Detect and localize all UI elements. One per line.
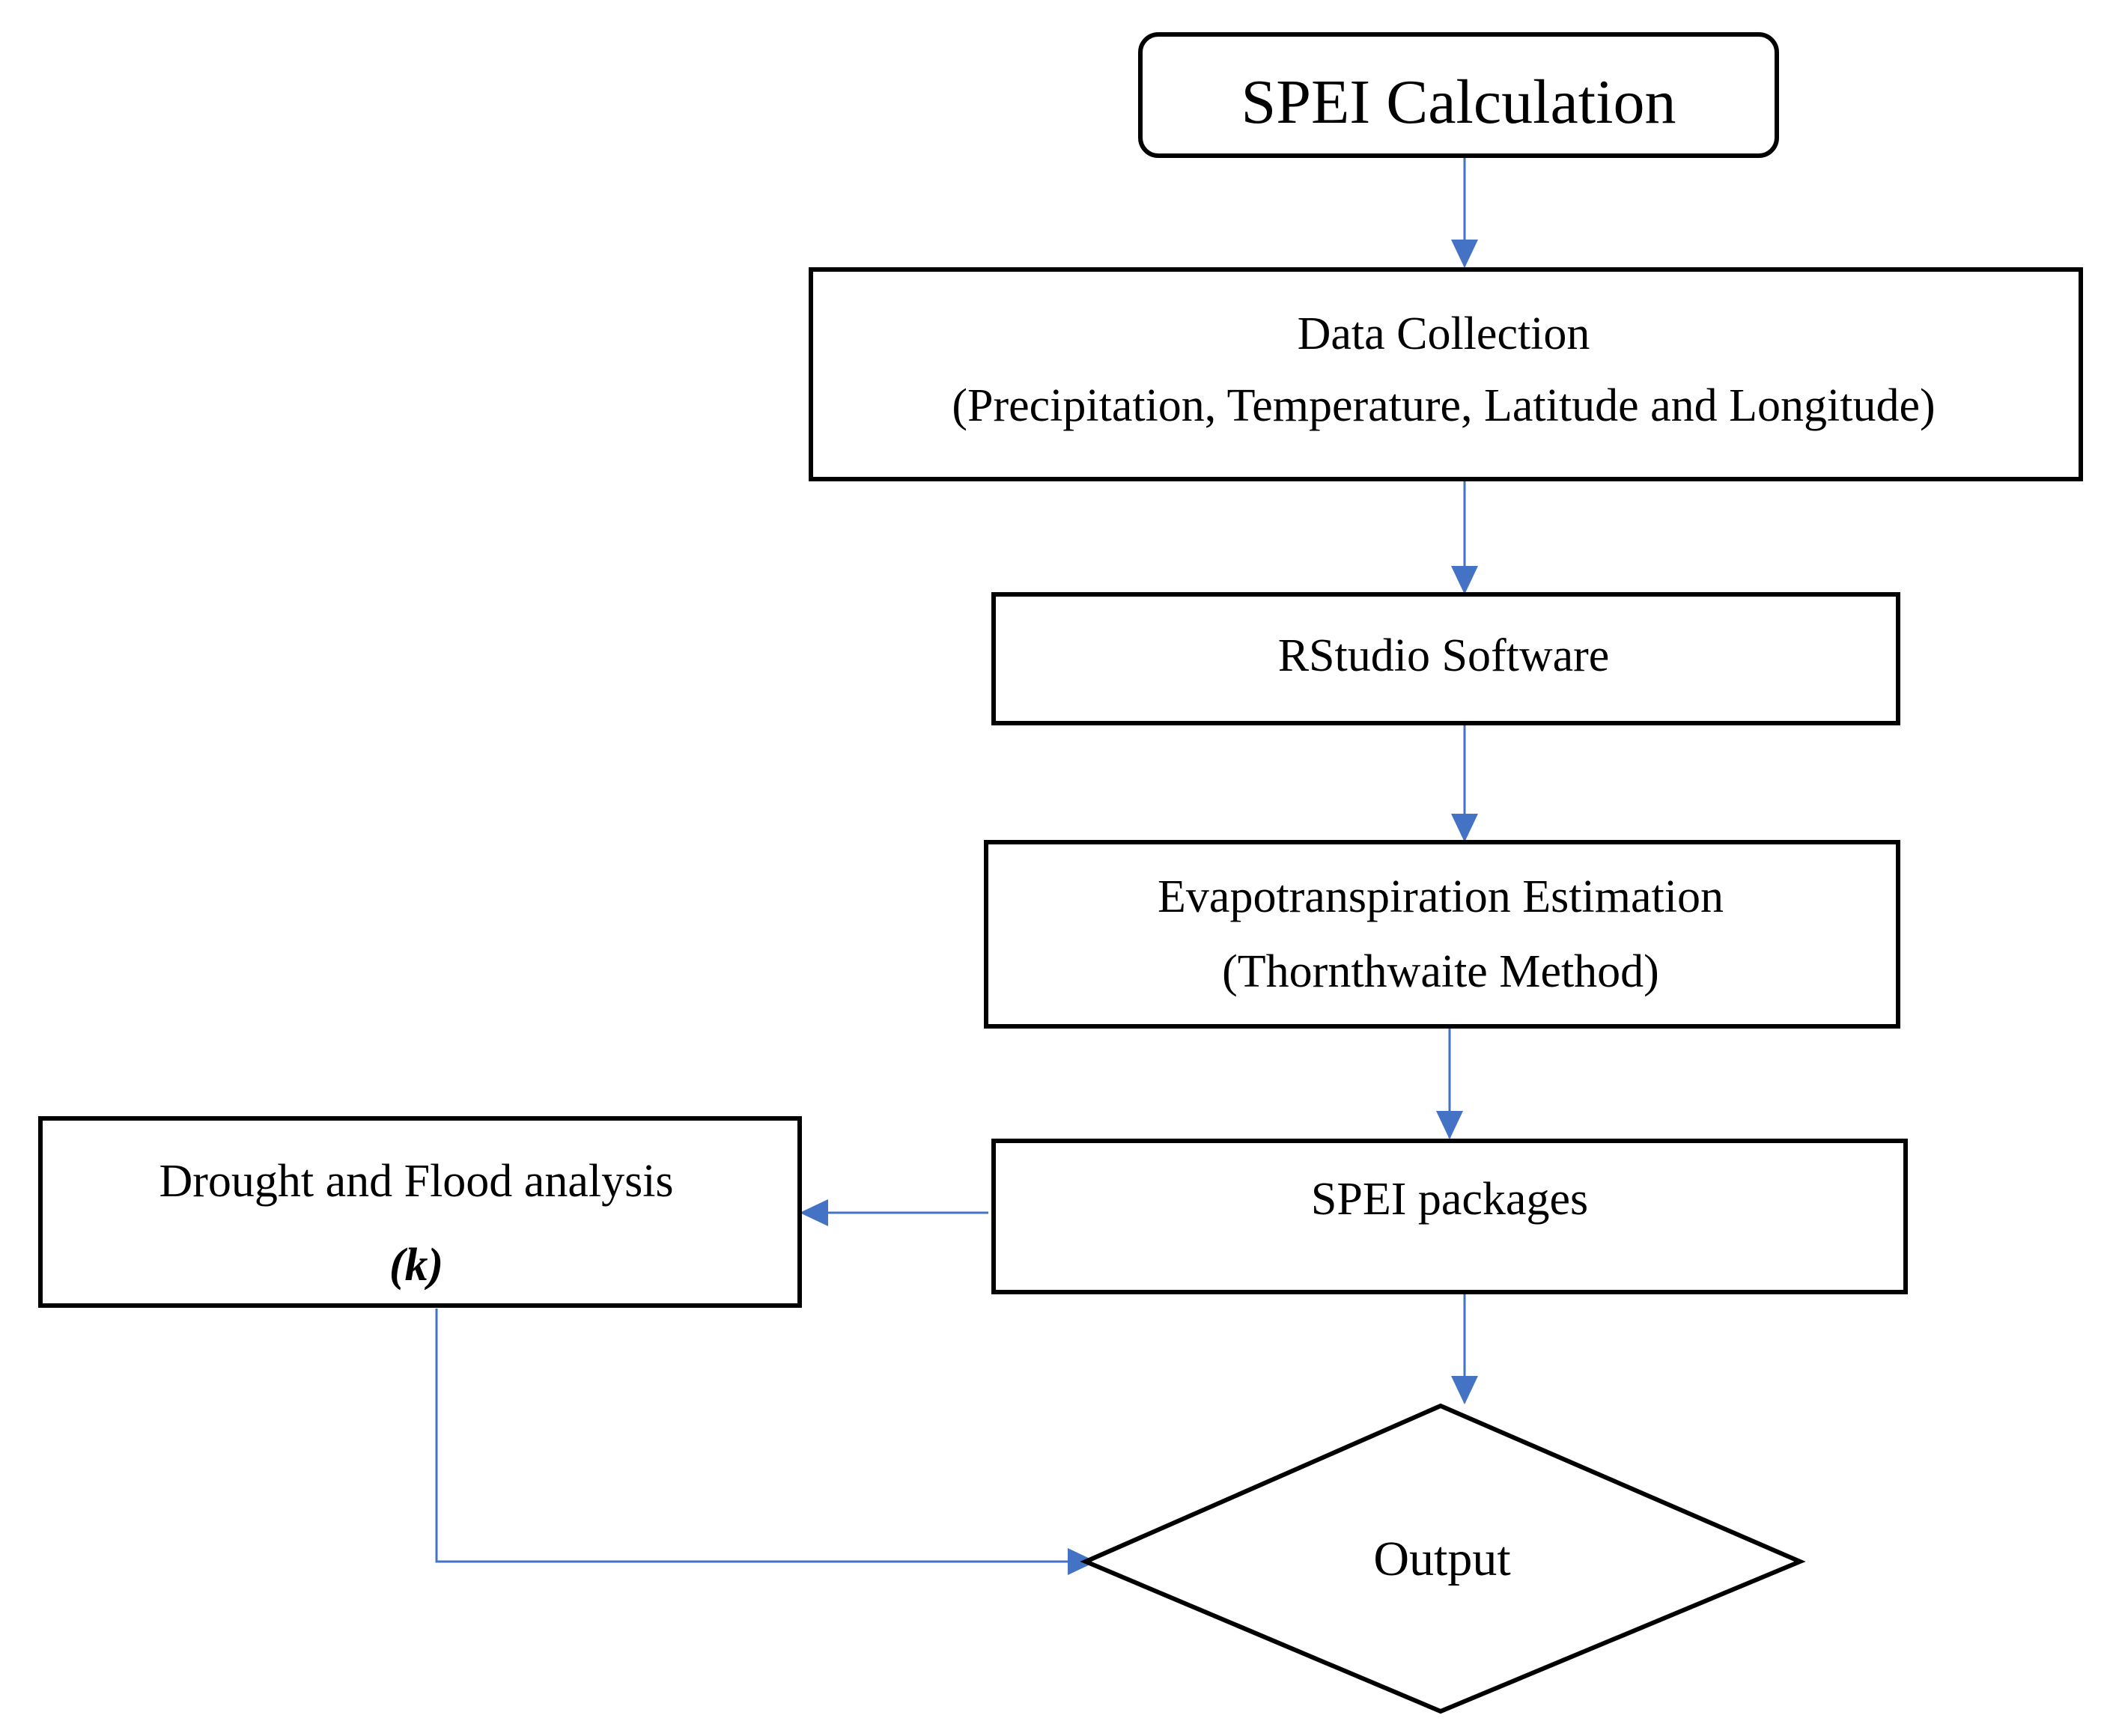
connectors: [435, 156, 1478, 1575]
node-output: Output: [1080, 1403, 1806, 1714]
spei-packages-label: SPEI packages: [1311, 1174, 1588, 1225]
node-rstudio-software: RStudio Software: [991, 592, 1900, 725]
spei-packages-box: [991, 1139, 1908, 1294]
drought-flood-title: Drought and Flood analysis: [159, 1156, 673, 1207]
evapotranspiration-title: Evapotranspiration Estimation: [1158, 871, 1724, 922]
rstudio-label: RStudio Software: [1278, 630, 1610, 681]
data-collection-box: [809, 267, 2083, 481]
drought-flood-k: (k): [389, 1240, 443, 1291]
node-spei-calculation: SPEI Calculation: [1138, 32, 1779, 158]
output-diamond: [1080, 1403, 1806, 1714]
node-data-collection: Data Collection (Precipitation, Temperat…: [809, 267, 2083, 481]
arrow-drought-flood-to-output: [435, 1309, 1096, 1575]
node-spei-packages: SPEI packages: [991, 1139, 1908, 1294]
data-collection-subtitle: (Precipitation, Temperature, Latitude an…: [952, 380, 1935, 431]
evapotranspiration-box: [984, 840, 1900, 1029]
rstudio-box: [991, 592, 1900, 725]
data-collection-title: Data Collection: [1298, 308, 1590, 359]
node-evapotranspiration: Evapotranspiration Estimation (Thornthwa…: [984, 840, 1900, 1029]
evapotranspiration-subtitle: (Thornthwaite Method): [1222, 946, 1659, 997]
node-drought-flood-analysis: Drought and Flood analysis (k): [38, 1116, 802, 1308]
start-label: SPEI Calculation: [1241, 67, 1676, 137]
drought-flood-box: [38, 1116, 802, 1308]
output-label: Output: [1373, 1532, 1510, 1586]
start-box: [1138, 32, 1779, 158]
